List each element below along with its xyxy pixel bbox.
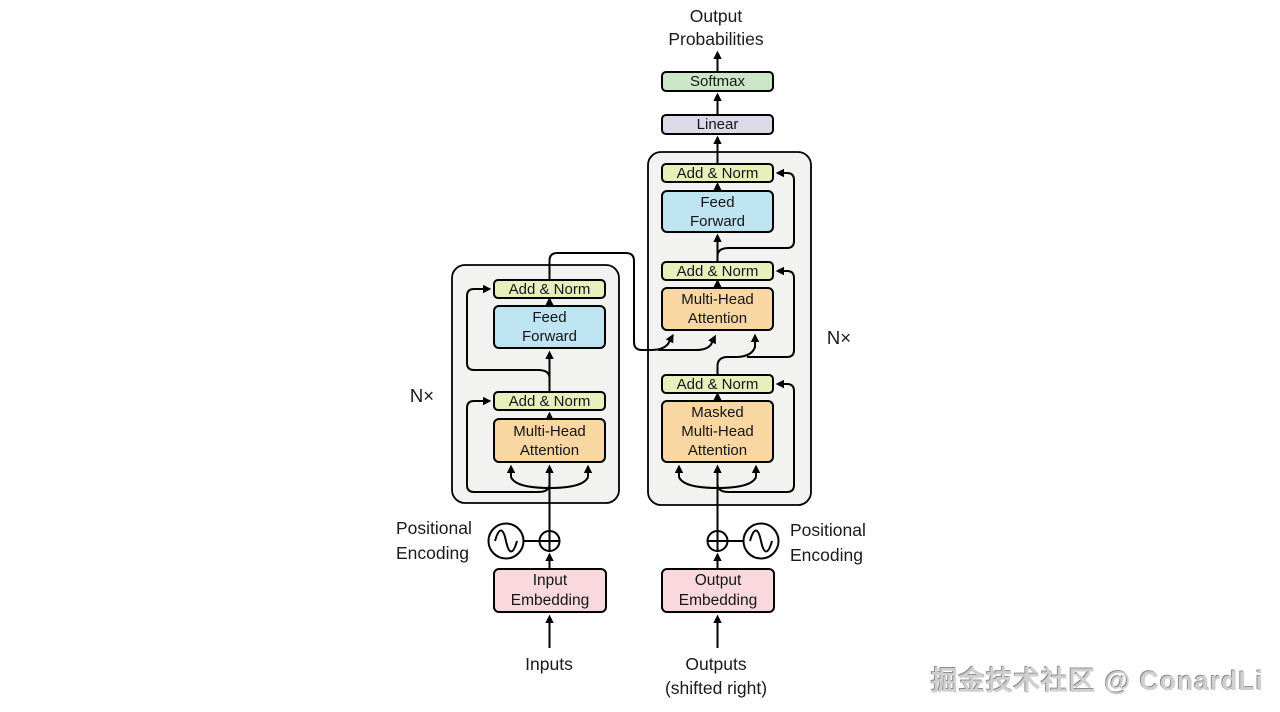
input-embedding-box: Input Embedding bbox=[493, 568, 607, 613]
softmax-box: Softmax bbox=[661, 71, 774, 92]
positional-encoding-label-right: Positional Encoding bbox=[790, 518, 885, 568]
output-probabilities-line1: Output bbox=[689, 6, 743, 26]
decoder-multihead-attention-box: Multi-Head Attention bbox=[661, 287, 774, 331]
residual-decoder-feedforward bbox=[716, 168, 795, 257]
positional-encoding-label-left: Positional Encoding bbox=[396, 516, 488, 566]
edge-encoder-output-to-decoder-v bbox=[548, 252, 674, 351]
encoder-multihead-attention-box: Multi-Head Attention bbox=[493, 418, 606, 463]
encoder-feedforward-box: Feed Forward bbox=[493, 305, 606, 349]
encoder-container bbox=[451, 264, 620, 504]
encoder-mha-line2: Attention bbox=[519, 441, 580, 459]
pe-left-line1: Positional bbox=[396, 518, 472, 538]
n-times-label-right: N× bbox=[826, 327, 852, 348]
output-probabilities-line2: Probabilities bbox=[668, 29, 764, 49]
encoder-addnorm-bottom-box: Add & Norm bbox=[493, 391, 606, 411]
linear-box: Linear bbox=[661, 114, 774, 135]
residual-encoder-feedforward bbox=[466, 284, 551, 379]
inputs-label: Inputs bbox=[525, 654, 573, 674]
edge-encoder-output-to-decoder-k bbox=[658, 334, 716, 351]
encoder-mha-line1: Multi-Head bbox=[513, 422, 586, 440]
pe-left-line2: Encoding bbox=[396, 543, 469, 563]
positional-encoding-icons bbox=[487, 522, 780, 560]
edge-query-into-cross-attention bbox=[716, 333, 760, 374]
arrow-into-encoder-attention-left bbox=[506, 464, 550, 489]
masked-mha-line1: Masked bbox=[691, 404, 744, 421]
decoder-feedforward-line2: Forward bbox=[689, 212, 745, 230]
masked-multihead-attention-box: Masked Multi-Head Attention bbox=[661, 400, 774, 463]
connection-arrows bbox=[466, 50, 795, 648]
decoder-mha-line2: Attention bbox=[687, 310, 748, 327]
watermark: 掘金技术社区 @ ConardLi bbox=[931, 666, 1264, 696]
masked-mha-line3: Attention bbox=[687, 442, 748, 459]
encoder-feedforward-line1: Feed bbox=[532, 309, 567, 326]
encoder-addnorm-top-box: Add & Norm bbox=[493, 279, 606, 299]
plus-icon-left bbox=[540, 532, 559, 550]
decoder-addnorm-top-box: Add & Norm bbox=[661, 163, 774, 183]
encoder-feedforward-line2: Forward bbox=[521, 328, 577, 345]
output-embedding-line1: Output bbox=[694, 571, 742, 589]
decoder-addnorm-middle-box: Add & Norm bbox=[661, 261, 774, 281]
decoder-addnorm-bottom-box: Add & Norm bbox=[661, 374, 774, 394]
decoder-feedforward-box: Feed Forward bbox=[661, 190, 774, 233]
output-embedding-box: Output Embedding bbox=[661, 568, 775, 613]
residual-masked-attention bbox=[716, 379, 795, 493]
sine-wave-icon-left bbox=[494, 529, 518, 553]
output-probabilities-label: Output Probabilities bbox=[616, 5, 816, 51]
n-times-label-left: N× bbox=[409, 385, 435, 406]
arrow-into-masked-attention-left bbox=[674, 464, 718, 489]
arrow-into-encoder-attention-right bbox=[549, 464, 593, 489]
outputs-line2: (shifted right) bbox=[664, 677, 768, 698]
masked-mha-line2: Multi-Head bbox=[681, 423, 754, 440]
outputs-line1: Outputs bbox=[685, 654, 747, 674]
input-embedding-line1: Input bbox=[532, 571, 568, 589]
outputs-label: Outputs (shifted right) bbox=[616, 653, 816, 700]
sine-wave-icon-right bbox=[749, 529, 773, 553]
input-embedding-line2: Embedding bbox=[510, 591, 590, 609]
pe-right-line2: Encoding bbox=[790, 545, 863, 565]
residual-cross-attention bbox=[747, 266, 795, 358]
decoder-mha-line1: Multi-Head bbox=[681, 291, 754, 308]
output-embedding-line2: Embedding bbox=[678, 591, 758, 609]
arrow-into-masked-attention-right bbox=[717, 464, 761, 489]
decoder-feedforward-line1: Feed bbox=[700, 193, 735, 211]
plus-icon-right bbox=[708, 532, 727, 550]
residual-encoder-attention bbox=[466, 396, 551, 493]
pe-right-line1: Positional bbox=[790, 520, 866, 540]
